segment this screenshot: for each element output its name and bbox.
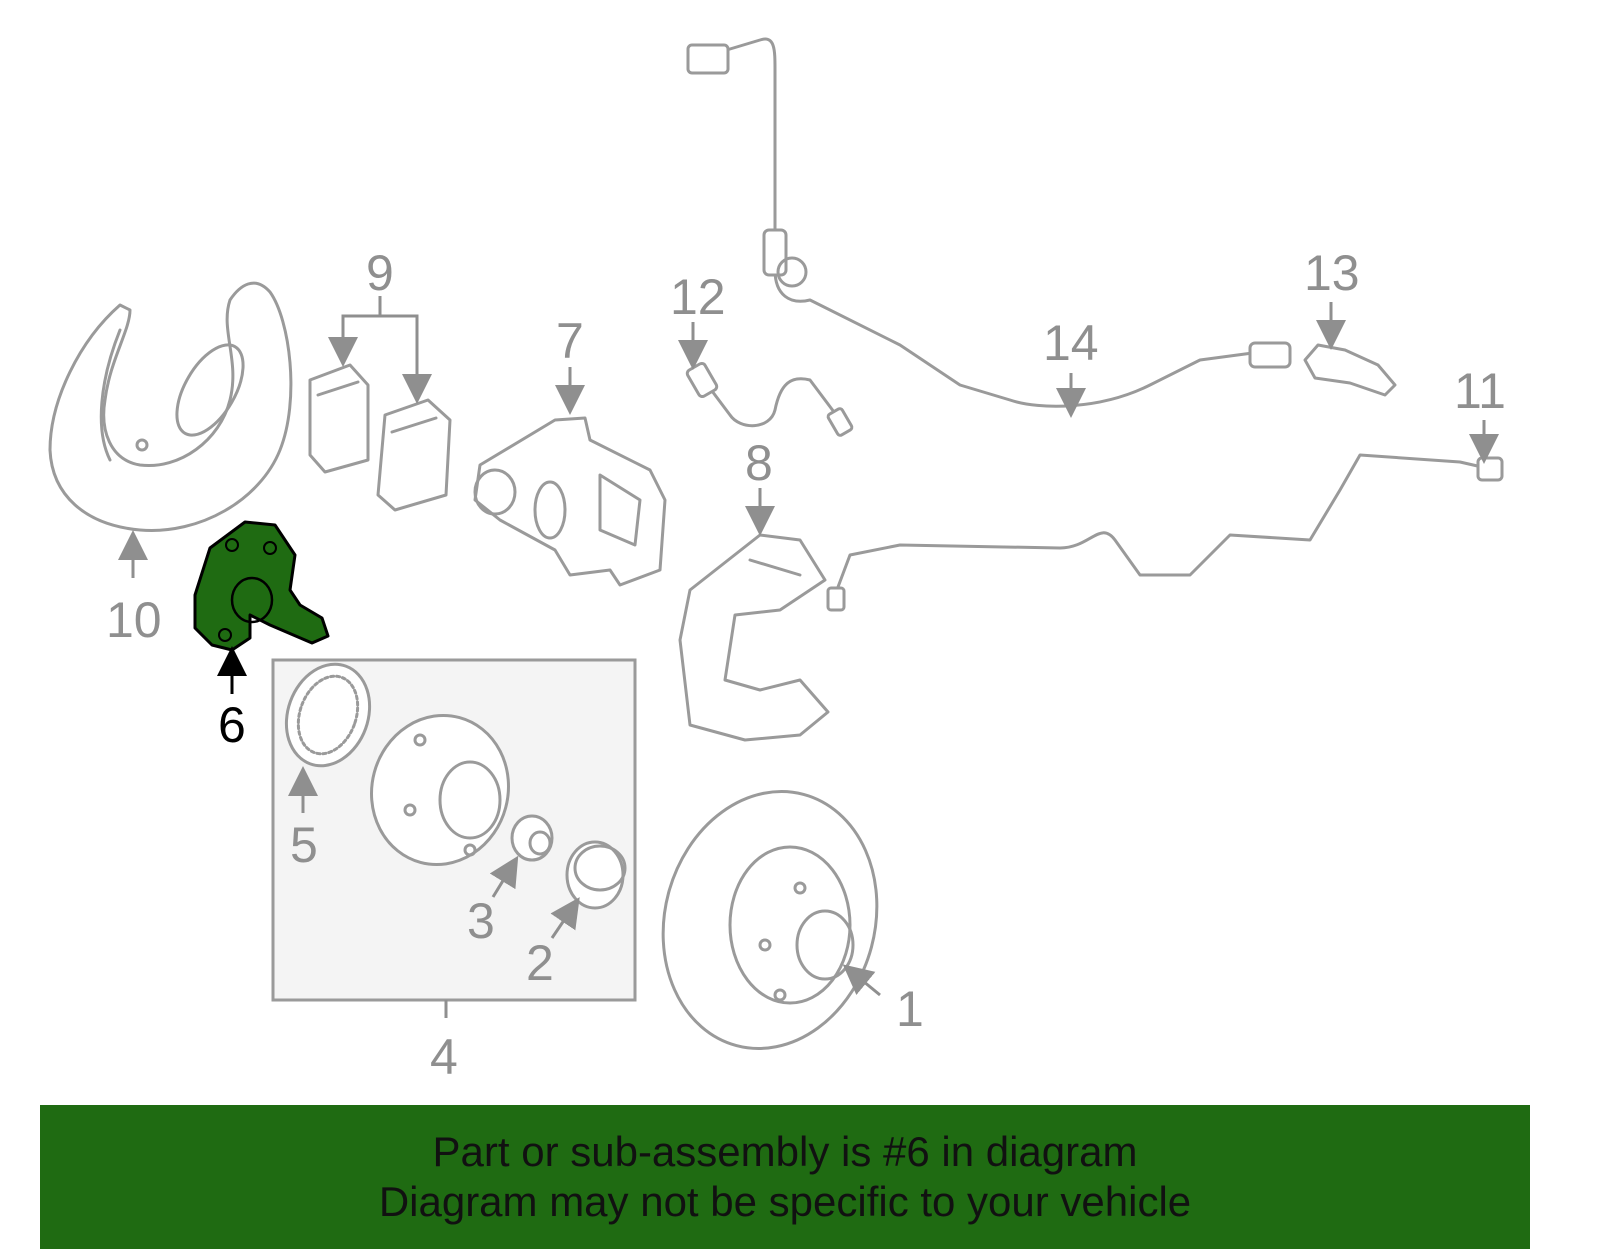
info-banner: Part or sub-assembly is #6 in diagram Di… [40,1105,1530,1249]
callout-7: 7 [556,313,584,369]
brake-rotor-part[interactable] [635,767,905,1072]
callout-6: 6 [218,697,246,753]
hub-part[interactable] [355,700,525,880]
callout-14: 14 [1043,315,1099,371]
spindle-part[interactable] [193,520,330,652]
callout-13: 13 [1304,245,1360,301]
caliper-bracket-part[interactable] [678,533,830,742]
callout-5: 5 [290,817,318,873]
brake-line-part[interactable] [826,453,1504,612]
dust-cap-part[interactable] [565,840,627,910]
callout-leaders [118,296,1499,1018]
brake-pads-part[interactable] [308,363,452,512]
banner-line-2: Diagram may not be specific to your vehi… [378,1178,1192,1225]
callout-10: 10 [106,592,162,648]
callout-2: 2 [526,935,554,991]
banner-background [40,1105,1530,1249]
callout-9: 9 [366,245,394,301]
callout-4: 4 [430,1029,458,1085]
callout-3: 3 [467,893,495,949]
wheel-speed-sensor-part[interactable] [1303,343,1397,397]
callout-12: 12 [670,269,726,325]
abs-ring-part[interactable] [273,652,384,777]
callout-8: 8 [745,435,773,491]
banner-line-1: Part or sub-assembly is #6 in diagram [432,1128,1138,1175]
axle-nut-part[interactable] [510,814,554,862]
splash-shield-part[interactable] [48,281,293,532]
callout-11: 11 [1454,363,1506,419]
brake-hose-part[interactable] [685,361,854,437]
callout-1: 1 [896,981,924,1037]
abs-harness-part[interactable] [686,37,1292,408]
caliper-part[interactable] [473,416,667,587]
